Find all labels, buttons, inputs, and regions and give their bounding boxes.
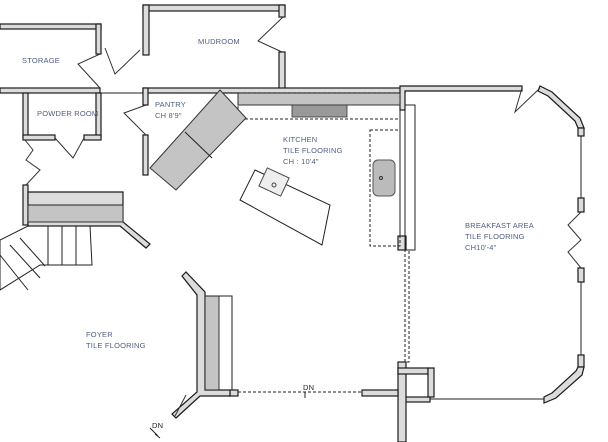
kitchen-island (239, 167, 331, 246)
cabinets (149, 89, 416, 390)
stair-down-label: DN (303, 383, 315, 392)
room-label-pantry: PANTRY CH 8'9" (155, 99, 186, 121)
room-label-foyer: FOYER TILE FLOORING (86, 329, 146, 351)
kitchen-name: KITCHEN (283, 135, 318, 144)
room-label-storage: STORAGE (22, 56, 60, 65)
kitchen-flooring: TILE FLOORING (283, 146, 343, 155)
kitchen-ceiling: CH : 10'4" (283, 157, 319, 166)
down-arrow-icon (149, 427, 161, 439)
room-label-powder-room: POWDER ROOM (37, 109, 99, 118)
walls (0, 4, 585, 442)
staircase (0, 225, 93, 291)
room-label-mudroom: MUDROOM (198, 37, 240, 46)
pantry-ceiling: CH 8'9" (155, 111, 182, 120)
pantry-storage (204, 295, 233, 391)
room-label-kitchen: KITCHEN TILE FLOORING CH : 10'4" (283, 134, 343, 167)
doors (24, 16, 582, 417)
breakfast-name: BREAKFAST AREA (465, 221, 534, 230)
foyer-flooring: TILE FLOORING (86, 341, 146, 350)
room-label-breakfast-area: BREAKFAST AREA TILE FLOORING CH10'-4" (465, 220, 534, 253)
breakfast-flooring: TILE FLOORING (465, 232, 525, 241)
breakfast-ceiling: CH10'-4" (465, 243, 497, 252)
foyer-name: FOYER (86, 330, 113, 339)
sink (372, 159, 396, 197)
pantry-name: PANTRY (155, 100, 186, 109)
entry-down-label: DN (152, 421, 164, 430)
